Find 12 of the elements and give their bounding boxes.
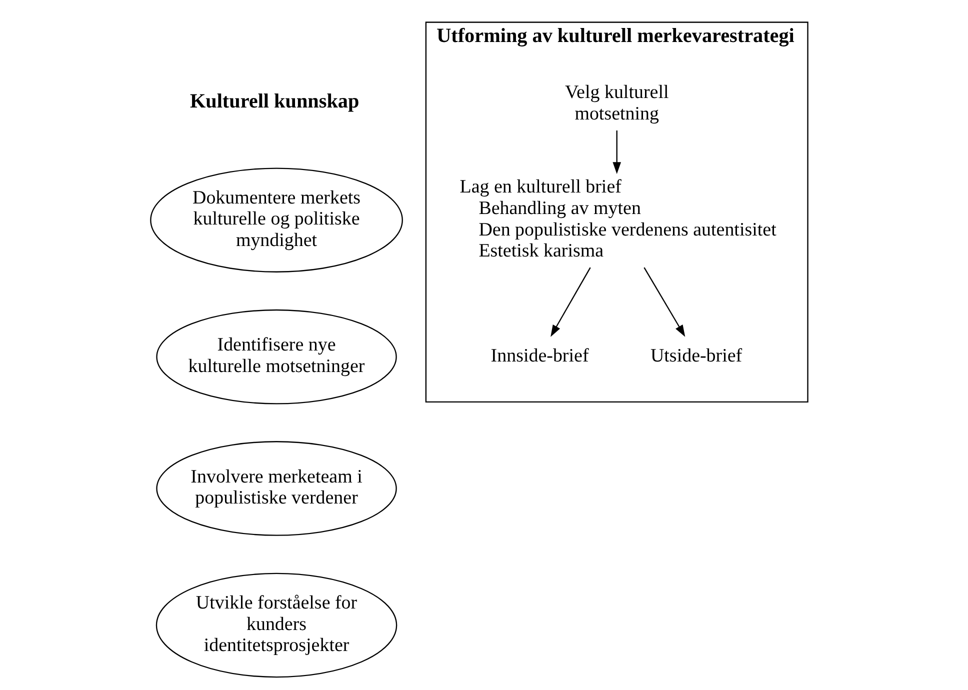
node-ellipse: Utvikle forståelse for kunders identitetsprosjekter [156, 572, 398, 678]
node-text: Innside-brief [490, 345, 589, 366]
node-ellipse: Identifisere nye kulturelle motsetninger [156, 309, 397, 404]
label: Kulturell kunnskap [190, 90, 360, 113]
arrow [550, 267, 591, 337]
arrow [644, 267, 686, 337]
node-text: Lag en kulturell brief Behandling av myten Den populistiske verdenens autentisitet Estetisk karisma [460, 176, 776, 262]
arrow [612, 130, 622, 174]
node-text: Velg kulturell motsetning [564, 82, 669, 124]
node-ellipse: Involvere merketeam i populistiske verdener [156, 441, 397, 536]
node-ellipse: Dokumentere merkets kulturelle og politiske myndighet [150, 168, 403, 272]
node-text: Utside-brief [650, 345, 742, 366]
